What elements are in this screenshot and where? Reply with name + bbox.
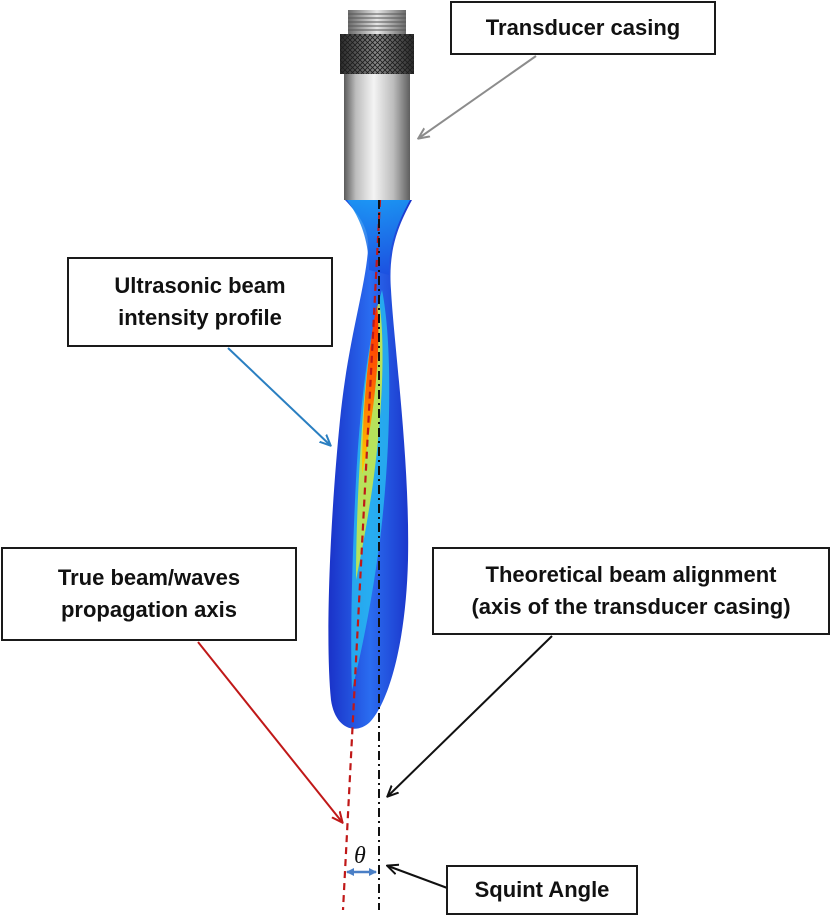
true-axis-label: True beam/waves propagation axis bbox=[1, 547, 297, 641]
transducer-casing-label: Transducer casing bbox=[450, 1, 716, 55]
squint-angle-text: Squint Angle bbox=[474, 877, 610, 902]
true-propagation-axis bbox=[341, 199, 382, 911]
beam-profile-label: Ultrasonic beam intensity profile bbox=[67, 257, 333, 347]
true-axis-callout-arrow bbox=[197, 641, 342, 822]
theoretical-axis-label: Theoretical beam alignment (axis of the … bbox=[432, 547, 830, 635]
squint-angle-callout-arrow bbox=[388, 866, 451, 890]
transducer-casing bbox=[340, 10, 414, 200]
transducer-callout-arrow bbox=[419, 55, 537, 138]
squint-angle-label: Squint Angle bbox=[446, 865, 638, 915]
beam-profile-text-2: intensity profile bbox=[118, 305, 282, 330]
beam-profile-callout-arrow bbox=[227, 347, 330, 445]
beam-profile-text-1: Ultrasonic beam bbox=[114, 273, 286, 298]
theoretical-axis-callout-arrow bbox=[388, 635, 553, 796]
true-axis-text-1: True beam/waves bbox=[57, 565, 241, 590]
ultrasonic-beam bbox=[328, 200, 412, 729]
theta-symbol: θ bbox=[354, 843, 366, 869]
true-axis-text-2: propagation axis bbox=[60, 597, 238, 622]
transducer-casing-text: Transducer casing bbox=[485, 15, 681, 40]
theoretical-axis-text-2: (axis of the transducer casing) bbox=[471, 594, 791, 619]
theoretical-axis-text-1: Theoretical beam alignment bbox=[485, 562, 777, 587]
